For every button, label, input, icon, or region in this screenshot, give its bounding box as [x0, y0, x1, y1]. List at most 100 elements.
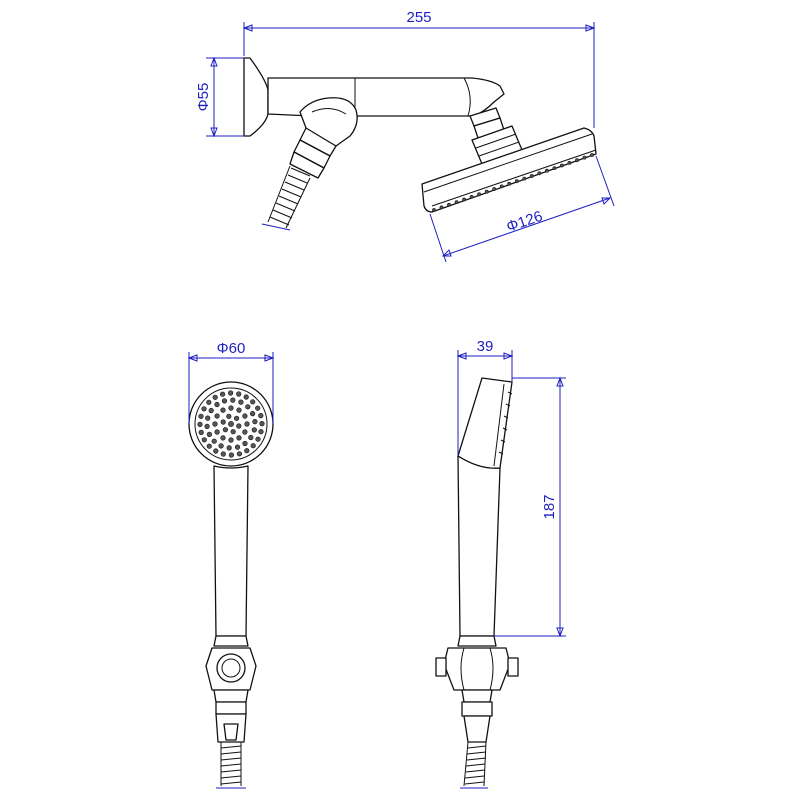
dim-head-diameter: Φ126 [504, 208, 545, 236]
head-nozzle [477, 192, 482, 197]
nozzle [198, 413, 204, 419]
hose-bottom-left [216, 742, 246, 789]
nozzle [228, 405, 234, 411]
head-nozzle [447, 202, 451, 207]
nozzle [197, 421, 203, 428]
head-nozzle [469, 194, 474, 199]
nozzle [220, 451, 226, 457]
nozzle [236, 391, 242, 397]
nozzle [259, 421, 265, 427]
nozzle [252, 419, 258, 425]
nozzle [243, 394, 249, 400]
nozzle [250, 411, 256, 417]
nozzle [218, 443, 224, 449]
dim-flange-diameter: Φ55 [195, 83, 212, 112]
dim-handset-depth: 39 [477, 338, 494, 355]
nozzle [236, 451, 242, 457]
nozzle [230, 397, 236, 403]
nozzle [255, 405, 261, 411]
handset-holder-side [443, 647, 511, 691]
nozzle [213, 448, 219, 454]
nozzle [248, 434, 254, 441]
head-nozzle [537, 171, 542, 176]
nozzle [234, 444, 241, 450]
nozzle [206, 399, 212, 405]
nozzle [212, 421, 218, 427]
nozzle [242, 440, 248, 447]
head-nozzle [522, 176, 527, 181]
nozzle [228, 452, 234, 458]
nozzle [212, 394, 218, 400]
nozzle [234, 415, 240, 421]
nozzle [201, 437, 207, 443]
nozzle [228, 421, 234, 427]
nozzle [226, 413, 232, 419]
nozzle [251, 427, 257, 433]
head-nozzle [545, 168, 549, 173]
nozzle [205, 415, 211, 421]
head-nozzle [432, 208, 436, 212]
handset-side-handle [457, 455, 501, 637]
shower-head-nozzles [432, 153, 594, 212]
head-nozzle [582, 155, 587, 160]
head-nozzle [514, 179, 519, 184]
nozzle [250, 443, 256, 449]
nozzle [238, 399, 244, 405]
nozzle [236, 423, 242, 429]
dim-handset-diameter: Φ60 [217, 340, 246, 357]
nozzle [221, 398, 228, 404]
shower-head [421, 127, 597, 213]
nozzle [204, 423, 210, 430]
nozzle [250, 399, 256, 405]
wall-flange [243, 57, 269, 137]
nozzle [206, 431, 212, 438]
head-nozzle [552, 166, 557, 171]
nozzle [228, 390, 234, 396]
nozzle [242, 413, 248, 419]
nozzle [255, 436, 261, 442]
nozzle [242, 429, 248, 435]
handset-side-view: 39 187 [435, 338, 566, 789]
head-nozzle [454, 200, 459, 205]
head-nozzle [590, 153, 594, 157]
nozzle [245, 404, 251, 410]
nozzle [258, 413, 264, 419]
nozzle [206, 443, 212, 449]
nozzle [222, 427, 228, 433]
nozzle [211, 438, 217, 444]
head-nozzle [507, 181, 512, 186]
overhead-shower-assembly: 255 Φ55 Φ126 [195, 9, 615, 263]
nozzle [214, 429, 220, 435]
hose-top [261, 165, 311, 231]
head-nozzle [439, 205, 444, 210]
nozzle [236, 435, 242, 441]
nozzle [258, 429, 264, 435]
handset-nozzles [197, 390, 265, 458]
head-nozzle [492, 187, 497, 191]
nozzle [214, 401, 220, 408]
dim-handset-length: 187 [541, 494, 558, 519]
nozzle [244, 448, 250, 454]
handset-handle [213, 465, 249, 637]
handset-side-head [457, 377, 513, 469]
head-nozzle [499, 184, 504, 189]
nozzle [230, 429, 236, 435]
nozzle [214, 413, 220, 419]
hose-bottom-right [460, 741, 488, 789]
nozzle [236, 407, 242, 413]
head-nozzle [560, 163, 564, 168]
nozzle [198, 429, 204, 436]
head-nozzle [575, 158, 579, 163]
nozzle [226, 445, 232, 451]
nozzle [208, 407, 214, 414]
nozzle [228, 437, 234, 443]
nozzle [220, 419, 226, 425]
nozzle [220, 391, 226, 397]
dim-arm-length: 255 [406, 9, 431, 26]
nozzle [220, 435, 226, 441]
nozzle [244, 421, 250, 427]
head-nozzle [462, 197, 467, 202]
head-nozzle [567, 160, 572, 165]
head-nozzle [484, 189, 489, 194]
